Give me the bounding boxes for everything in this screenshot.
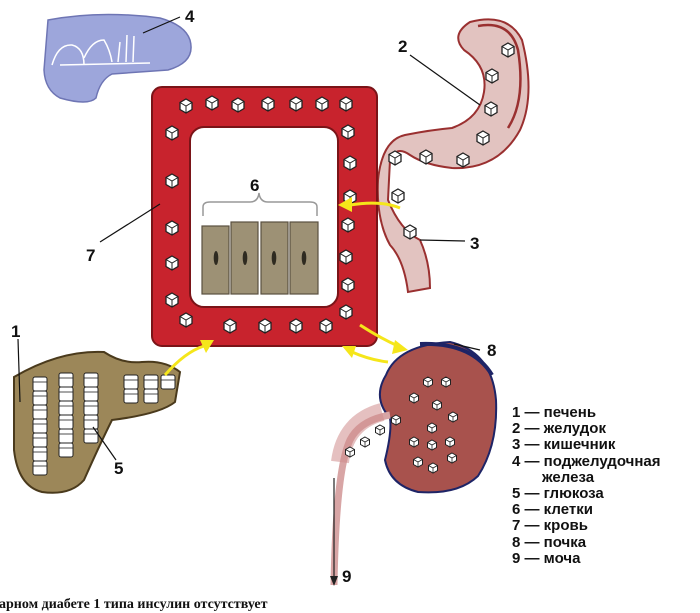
label-6: 6 bbox=[250, 176, 259, 195]
legend: 1 — печень 2 — желудок 3 — кишечник 4 — … bbox=[512, 405, 660, 567]
arrow-liver-to-blood bbox=[165, 346, 204, 375]
label-7: 7 bbox=[86, 246, 95, 265]
legend-item-cells: 6 — клетки bbox=[512, 502, 660, 518]
legend-item-liver: 1 — печень bbox=[512, 405, 660, 421]
label-9: 9 bbox=[342, 567, 351, 586]
legend-item-stomach: 2 — желудок bbox=[512, 421, 660, 437]
arrow-kidney-to-blood bbox=[352, 352, 388, 362]
label-1: 1 bbox=[11, 322, 20, 341]
legend-item-kidney: 8 — почка bbox=[512, 535, 660, 551]
label-4: 4 bbox=[185, 7, 195, 26]
caption: арном диабете 1 типа инсулин отсутствует bbox=[0, 597, 267, 613]
legend-item-urine: 9 — моча bbox=[512, 551, 660, 567]
label-3: 3 bbox=[470, 234, 479, 253]
label-8: 8 bbox=[487, 341, 496, 360]
legend-item-glucose: 5 — глюкоза bbox=[512, 486, 660, 502]
legend-item-intestine: 3 — кишечник bbox=[512, 437, 660, 453]
label-5: 5 bbox=[114, 459, 123, 478]
legend-item-pancreas-continued: железа bbox=[542, 470, 660, 486]
legend-item-blood: 7 — кровь bbox=[512, 518, 660, 534]
legend-item-pancreas: 4 — поджелудочная bbox=[512, 454, 660, 470]
label-2: 2 bbox=[398, 37, 407, 56]
